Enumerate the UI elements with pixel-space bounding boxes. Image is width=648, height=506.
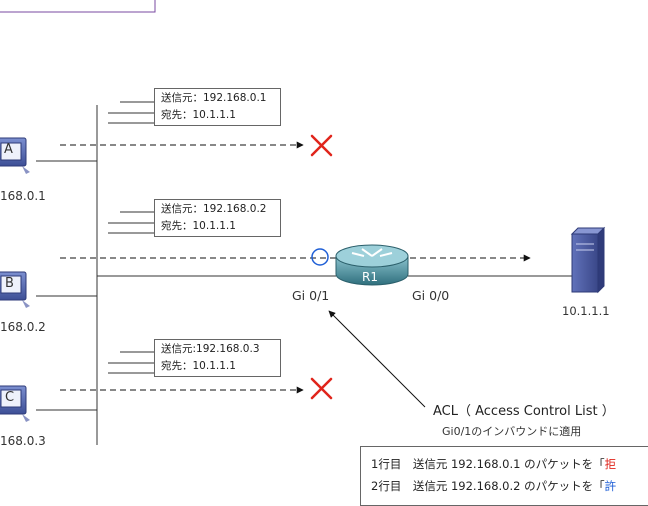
- acl-rules-box: 1行目 送信元 192.168.0.1 のパケットを「拒 2行目 送信元 192…: [360, 446, 648, 506]
- router-icon: [335, 244, 409, 286]
- pc-b-icon: [0, 271, 30, 308]
- server-ip: 10.1.1.1: [562, 304, 610, 318]
- acl-row-2-action: 許: [604, 479, 617, 493]
- acl-title: ACL（ Access Control List ）: [433, 404, 615, 419]
- acl-row-2-text: 2行目 送信元 192.168.0.2 のパケットを「: [371, 479, 605, 493]
- network-diagram: [0, 0, 606, 445]
- inbound-interface-marker: [311, 248, 329, 266]
- packet-c-dst: 宛先：10.1.1.1: [161, 360, 236, 372]
- host-b-ip: 168.0.2: [0, 320, 46, 334]
- packet-b-src: 送信元：192.168.0.2: [161, 203, 267, 215]
- packet-c-src: 送信元:192.168.0.3: [161, 343, 260, 355]
- packet-header-b: 送信元：192.168.0.2 宛先：10.1.1.1: [154, 199, 281, 237]
- host-c-ip: 168.0.3: [0, 434, 46, 448]
- router-label: R1: [362, 270, 378, 284]
- acl-row-1: 1行目 送信元 192.168.0.1 のパケットを「拒: [371, 453, 648, 475]
- packet-a-dst: 宛先：10.1.1.1: [161, 109, 236, 121]
- acl-pointer-arrow: [328, 310, 426, 408]
- acl-row-1-text: 1行目 送信元 192.168.0.1 のパケットを「: [371, 457, 605, 471]
- packet-header-a: 送信元：192.168.0.1 宛先：10.1.1.1: [154, 88, 281, 126]
- deny-x-icon-c: [310, 377, 333, 400]
- server-icon: [570, 226, 606, 294]
- deny-x-icon-a: [310, 134, 333, 157]
- pc-a-icon: [0, 137, 30, 174]
- pc-c-icon: [0, 385, 30, 422]
- packet-a-src: 送信元：192.168.0.1: [161, 92, 267, 104]
- top-frame: [0, 0, 156, 13]
- interface-gi00-label: Gi 0/0: [412, 288, 450, 303]
- packet-b-dst: 宛先：10.1.1.1: [161, 220, 236, 232]
- host-a-ip: 168.0.1: [0, 189, 46, 203]
- host-c-label: C: [5, 390, 15, 405]
- packet-header-c: 送信元:192.168.0.3 宛先：10.1.1.1: [154, 339, 281, 377]
- acl-row-1-action: 拒: [604, 457, 617, 471]
- packet-callout-lines: [108, 101, 154, 374]
- acl-subtitle: Gi0/1のインバウンドに適用: [442, 425, 582, 438]
- host-b-label: B: [5, 276, 14, 291]
- host-a-label: A: [4, 142, 13, 157]
- interface-gi01-label: Gi 0/1: [292, 288, 330, 303]
- acl-row-2: 2行目 送信元 192.168.0.2 のパケットを「許: [371, 475, 648, 497]
